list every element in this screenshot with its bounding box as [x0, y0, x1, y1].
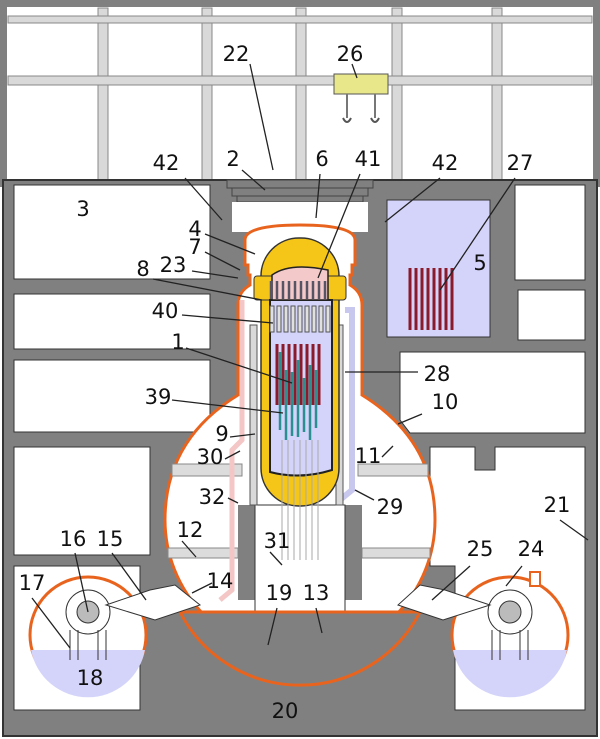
- leader-line-21: [559, 519, 589, 541]
- leader-line-42: [384, 177, 441, 223]
- callout-label-32: 32: [199, 485, 226, 509]
- callout-label-1: 1: [171, 330, 184, 354]
- callout-label-29: 29: [377, 495, 404, 519]
- callout-label-15: 15: [97, 527, 124, 551]
- callout-label-42: 42: [432, 151, 459, 175]
- steam-separators: [269, 305, 331, 333]
- leader-line-32: [227, 497, 239, 504]
- callout-label-25: 25: [467, 537, 494, 561]
- suppression-pool-left: [28, 575, 202, 698]
- leader-line-23: [191, 270, 239, 279]
- floor-slabs: [167, 463, 431, 559]
- callout-label-30: 30: [197, 445, 224, 469]
- leader-line-10: [397, 413, 423, 425]
- callout-label-42: 42: [153, 151, 180, 175]
- callout-label-24: 24: [518, 537, 545, 561]
- leader-line-42: [184, 177, 223, 221]
- leader-line-14: [191, 582, 213, 594]
- callout-label-10: 10: [432, 390, 459, 414]
- leader-line-13: [315, 607, 323, 634]
- callout-label-17: 17: [19, 571, 46, 595]
- callout-label-19: 19: [266, 581, 293, 605]
- lower-drywell-floor: [177, 610, 423, 687]
- feedwater-line: [218, 300, 245, 602]
- leader-line-25: [431, 565, 471, 601]
- callout-label-5: 5: [473, 251, 486, 275]
- control-rod-drives: [281, 440, 319, 560]
- leader-line-1: [185, 347, 293, 384]
- steam-line: [338, 307, 355, 503]
- callout-label-12: 12: [177, 518, 204, 542]
- suppression-pool-right: [397, 571, 570, 698]
- reactor-hall-frame: [0, 0, 600, 187]
- leader-line-7: [204, 251, 241, 271]
- callout-label-9: 9: [215, 422, 228, 446]
- callout-label-4: 4: [188, 217, 201, 241]
- leader-line-15: [111, 552, 147, 601]
- overhead-crane: [333, 73, 389, 123]
- leader-line-4: [204, 233, 256, 255]
- callout-label-16: 16: [60, 527, 87, 551]
- leader-line-30: [224, 450, 241, 460]
- leader-line-11: [381, 445, 394, 458]
- leader-line-26: [351, 63, 358, 79]
- leader-line-2: [241, 169, 266, 191]
- fuel-assemblies: [275, 344, 321, 405]
- callout-label-22: 22: [223, 42, 250, 66]
- spent-fuel-assemblies: [408, 268, 454, 330]
- callout-label-41: 41: [355, 147, 382, 171]
- callout-label-21: 21: [544, 493, 571, 517]
- leader-line-22: [249, 63, 274, 171]
- callout-label-7: 7: [188, 235, 201, 259]
- callout-label-28: 28: [424, 362, 451, 386]
- leader-line-6: [315, 173, 321, 219]
- callout-label-31: 31: [264, 529, 291, 553]
- leader-line-8: [152, 278, 263, 301]
- leader-line-17: [31, 597, 71, 649]
- leader-line-41: [317, 173, 361, 279]
- leader-line-40: [181, 314, 274, 324]
- leader-line-12: [181, 540, 197, 558]
- leader-line-39: [171, 399, 284, 414]
- callout-label-27: 27: [507, 151, 534, 175]
- callout-label-13: 13: [303, 581, 330, 605]
- callout-label-23: 23: [160, 253, 187, 277]
- leader-line-16: [74, 552, 89, 613]
- callout-label-26: 26: [337, 42, 364, 66]
- callout-label-20: 20: [272, 699, 299, 723]
- callout-label-14: 14: [207, 569, 234, 593]
- leader-lines: [31, 63, 589, 649]
- callout-label-3: 3: [76, 197, 89, 221]
- callout-label-8: 8: [136, 257, 149, 281]
- steam-dryer: [269, 281, 327, 299]
- callout-label-6: 6: [315, 147, 328, 171]
- callout-label-40: 40: [152, 299, 179, 323]
- callout-label-2: 2: [226, 147, 239, 171]
- leader-line-19: [267, 607, 278, 646]
- callout-label-39: 39: [145, 385, 172, 409]
- leader-line-29: [354, 489, 375, 501]
- leader-line-9: [229, 433, 256, 438]
- callout-label-11: 11: [355, 444, 382, 468]
- leader-line-24: [505, 565, 523, 587]
- callout-label-18: 18: [77, 666, 104, 690]
- leader-line-31: [269, 551, 283, 566]
- shield-plug-stack: [226, 179, 374, 203]
- leader-line-27: [439, 177, 516, 291]
